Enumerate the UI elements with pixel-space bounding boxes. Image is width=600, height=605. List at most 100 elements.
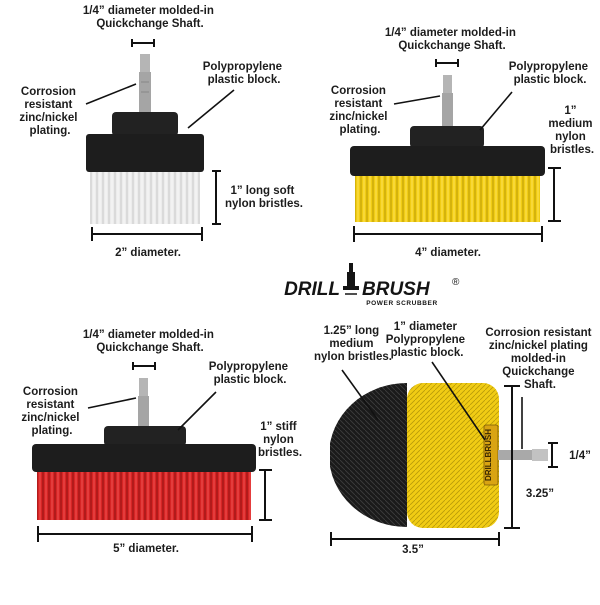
cylinder-shaft-line-3: molded-in <box>511 353 566 365</box>
block <box>350 146 545 176</box>
cylinder-shaft-label: Corrosion resistant zinc/nickel plating … <box>485 327 594 391</box>
red-bristles-line-1: 1” stiff <box>260 421 297 433</box>
shaft-body <box>498 450 532 460</box>
red-block-line-1: Polypropylene <box>209 361 288 373</box>
cylinder-bristles-line-1: 1.25” long <box>324 325 380 337</box>
bristles <box>90 172 200 224</box>
drillbrush-logo: DRILL BRUSH ® POWER SCRUBBER <box>284 263 460 307</box>
cylinder-bristles-label: 1.25” long medium nylon bristles. <box>314 325 392 363</box>
white-plating-line-4: plating. <box>30 125 71 137</box>
shaft-hex <box>532 449 548 461</box>
shaft-body <box>442 93 453 129</box>
logo-word-right: BRUSH <box>362 279 431 300</box>
black-bristle-half <box>330 383 407 527</box>
cylinder-height-label: 3.25” <box>526 488 554 500</box>
yellow-brush-panel: 1/4” diameter molded-in Quickchange Shaf… <box>329 27 595 259</box>
red-bristles-label: 1” stiff nylon bristles. <box>258 421 302 459</box>
white-shaft-line-2: Quickchange Shaft. <box>96 18 203 30</box>
yellow-shaft-line-1: 1/4” diameter molded-in <box>385 27 516 39</box>
cylinder-brush-illustration: DRILLBRUSH <box>330 383 548 528</box>
yellow-shaft-label: 1/4” diameter molded-in Quickchange Shaf… <box>385 27 519 52</box>
red-shaft-label: 1/4” diameter molded-in Quickchange Shaf… <box>83 329 217 354</box>
shaft-body <box>138 396 149 428</box>
yellow-plating-line-3: zinc/nickel <box>329 111 387 123</box>
white-plating-line-2: resistant <box>24 99 72 111</box>
cylinder-brush-panel: DRILLBRUSH 1.25” long medium nylon brist… <box>314 321 594 556</box>
block-hub <box>410 126 484 148</box>
red-bristles-line-2: nylon <box>263 434 294 446</box>
red-shaft-line-2: Quickchange Shaft. <box>96 342 203 354</box>
yellow-bristles-line-2: medium <box>548 118 592 130</box>
shaft-body <box>139 72 151 114</box>
white-block-line-1: Polypropylene <box>203 61 282 73</box>
cylinder-block-line-3: plastic block. <box>391 347 464 359</box>
white-brush-panel: 1/4” diameter molded-in Quickchange Shaf… <box>19 5 303 259</box>
white-bristles-label: 1” long soft nylon bristles. <box>225 185 303 210</box>
yellow-bristles-line-1: 1” <box>564 105 576 117</box>
cylinder-block-label: 1” diameter Polypropylene plastic block. <box>386 321 468 359</box>
white-block-line-2: plastic block. <box>208 74 281 86</box>
yellow-block-line-1: Polypropylene <box>509 61 588 73</box>
yellow-plating-line-1: Corrosion <box>331 85 386 97</box>
shaft-hex <box>139 378 148 396</box>
block <box>86 134 204 172</box>
white-shaft-label: 1/4” diameter molded-in Quickchange Shaf… <box>83 5 217 30</box>
registered-mark: ® <box>452 277 460 288</box>
red-block-line-2: plastic block. <box>214 374 287 386</box>
cylinder-shaft-line-2: zinc/nickel plating <box>489 340 588 352</box>
cylinder-shaft-line-1: Corrosion resistant <box>485 327 591 339</box>
cylinder-block-line-2: Polypropylene <box>386 334 465 346</box>
red-block-label: Polypropylene plastic block. <box>209 361 291 386</box>
red-plating-line-4: plating. <box>32 425 73 437</box>
white-plating-label: Corrosion resistant zinc/nickel plating. <box>19 86 80 137</box>
cylinder-width-label: 3.5” <box>402 544 424 556</box>
shaft-hex <box>443 75 452 93</box>
yellow-block-line-2: plastic block. <box>514 74 587 86</box>
red-shaft-line-1: 1/4” diameter molded-in <box>83 329 214 341</box>
yellow-bristles-line-3: nylon <box>555 131 586 143</box>
white-diameter-label: 2” diameter. <box>115 247 181 259</box>
red-plating-line-2: resistant <box>26 399 74 411</box>
yellow-diameter-label: 4” diameter. <box>415 247 481 259</box>
cylinder-bristles-line-3: nylon bristles. <box>314 351 392 363</box>
white-brush-illustration <box>86 54 204 224</box>
white-shaft-line-1: 1/4” diameter molded-in <box>83 5 214 17</box>
yellow-brush-illustration <box>350 75 545 222</box>
white-plating-line-1: Corrosion <box>21 86 76 98</box>
red-plating-line-1: Corrosion <box>23 386 78 398</box>
yellow-plating-line-4: plating. <box>340 124 381 136</box>
red-bristles-line-3: bristles. <box>258 447 302 459</box>
yellow-bristle-half <box>407 383 499 528</box>
red-brush-illustration <box>32 378 256 520</box>
yellow-shaft-line-2: Quickchange Shaft. <box>398 40 505 52</box>
drill-icon <box>343 263 359 295</box>
logo-word-left: DRILL <box>284 279 340 300</box>
cylinder-shaft-line-5: Shaft. <box>524 379 556 391</box>
cylinder-block-line-1: 1” diameter <box>394 321 458 333</box>
cylinder-shaft-line-4: Quickchange <box>502 366 574 378</box>
block <box>32 444 256 472</box>
cylinder-shaft-diameter-label: 1/4” <box>569 450 591 462</box>
yellow-bristles-line-4: bristles. <box>550 144 594 156</box>
cylinder-bristles-line-2: medium <box>329 338 373 350</box>
bristles <box>37 472 251 520</box>
yellow-plating-line-2: resistant <box>334 98 382 110</box>
yellow-plating-label: Corrosion resistant zinc/nickel plating. <box>329 85 390 136</box>
red-plating-label: Corrosion resistant zinc/nickel plating. <box>21 386 82 437</box>
red-diameter-label: 5” diameter. <box>113 543 179 555</box>
white-block-label: Polypropylene plastic block. <box>203 61 285 86</box>
engraving: DRILLBRUSH <box>484 429 493 481</box>
white-plating-line-3: zinc/nickel <box>19 112 77 124</box>
white-bristles-line-1: 1” long soft <box>230 185 294 197</box>
white-bristles-line-2: nylon bristles. <box>225 198 303 210</box>
red-brush-panel: 1/4” diameter molded-in Quickchange Shaf… <box>21 329 302 555</box>
bristles <box>355 176 540 222</box>
shaft-hex <box>140 54 150 72</box>
logo-tagline: POWER SCRUBBER <box>366 300 438 307</box>
yellow-block-label: Polypropylene plastic block. <box>509 61 591 86</box>
block-hub <box>112 112 178 136</box>
block-hub <box>104 426 186 446</box>
yellow-bristles-label: 1” medium nylon bristles. <box>548 105 595 156</box>
